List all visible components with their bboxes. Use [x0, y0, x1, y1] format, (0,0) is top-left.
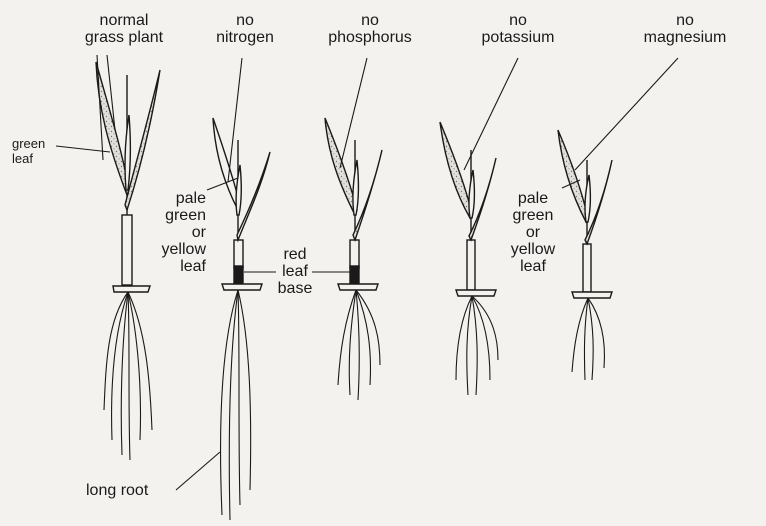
label-pale-green-leaf-2: pale green or yellow leaf: [500, 190, 566, 275]
label-no-potassium-line2: potassium: [468, 29, 568, 46]
label-green-leaf: green leaf: [12, 136, 45, 166]
label-red-line1: red: [270, 246, 320, 263]
roots-normal: [104, 292, 152, 460]
label-no-nitrogen: no nitrogen: [205, 12, 285, 46]
label-no-nitrogen-line1: no: [205, 12, 285, 29]
label-green-leaf-line1: green: [12, 136, 45, 151]
label-pale-green-leaf-1: pale green or yellow leaf: [140, 190, 206, 275]
label-long-root-text: long root: [86, 482, 148, 499]
roots-no-magnesium: [572, 298, 604, 380]
label-pale1-line4: yellow: [140, 241, 206, 258]
label-pale1-line1: pale: [140, 190, 206, 207]
roots-no-potassium: [456, 296, 498, 395]
roots-no-phosphorus: [338, 290, 380, 400]
label-no-potassium: no potassium: [468, 12, 568, 46]
label-pale2-line4: yellow: [500, 241, 566, 258]
red-leaf-base-p: [350, 266, 359, 284]
label-no-magnesium-line1: no: [630, 12, 740, 29]
label-red-line3: base: [270, 280, 320, 297]
label-pale2-line5: leaf: [500, 258, 566, 275]
label-pale2-line3: or: [500, 224, 566, 241]
roots-no-nitrogen: [221, 290, 251, 520]
label-red-line2: leaf: [270, 263, 320, 280]
label-no-phosphorus: no phosphorus: [315, 12, 425, 46]
label-red-leaf-base: red leaf base: [270, 246, 320, 297]
label-pale1-line5: leaf: [140, 258, 206, 275]
plant-no-nitrogen: [213, 118, 270, 290]
plant-no-potassium: [440, 122, 496, 296]
label-no-nitrogen-line2: nitrogen: [205, 29, 285, 46]
label-no-magnesium: no magnesium: [630, 12, 740, 46]
label-no-phosphorus-line1: no: [315, 12, 425, 29]
label-no-magnesium-line2: magnesium: [630, 29, 740, 46]
label-no-potassium-line1: no: [468, 12, 568, 29]
label-long-root: long root: [86, 482, 148, 499]
plant-no-phosphorus: [325, 118, 382, 290]
red-leaf-base-n: [234, 266, 243, 284]
label-pale2-line1: pale: [500, 190, 566, 207]
plant-no-magnesium: [558, 130, 612, 298]
label-pale2-line2: green: [500, 207, 566, 224]
label-normal-line2: grass plant: [74, 29, 174, 46]
label-no-phosphorus-line2: phosphorus: [315, 29, 425, 46]
label-normal-line1: normal: [74, 12, 174, 29]
label-normal-grass-plant: normal grass plant: [74, 12, 174, 46]
label-green-leaf-line2: leaf: [12, 151, 45, 166]
label-pale1-line3: or: [140, 224, 206, 241]
label-pale1-line2: green: [140, 207, 206, 224]
